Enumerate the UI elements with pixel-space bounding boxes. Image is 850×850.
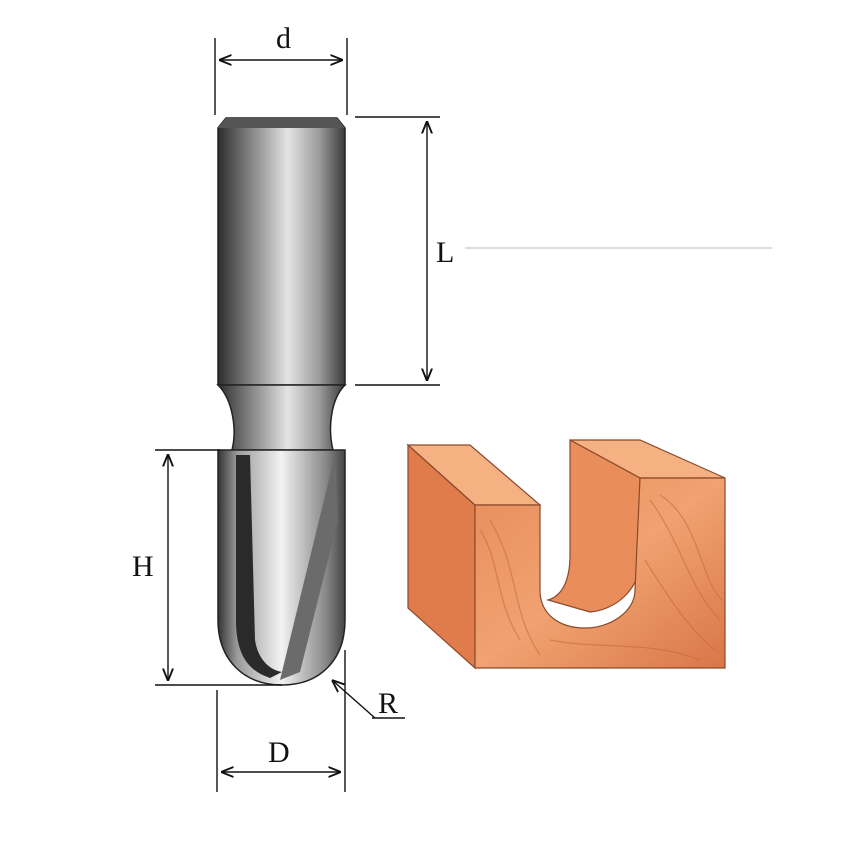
router-bit xyxy=(216,117,347,686)
label-L: L xyxy=(436,236,454,269)
shank-chamfer xyxy=(218,118,345,128)
label-R: R xyxy=(378,687,398,720)
label-D: D xyxy=(268,736,290,769)
wood-sample-with-groove xyxy=(406,438,726,670)
label-d: d xyxy=(276,22,291,55)
neck xyxy=(216,384,347,451)
cutting-edge xyxy=(280,455,338,680)
cutter-flute xyxy=(236,455,282,678)
shank xyxy=(217,117,346,386)
wood-grain xyxy=(479,494,723,661)
label-H: H xyxy=(132,550,154,583)
wood-front-face xyxy=(474,477,726,669)
dimension-lines xyxy=(155,38,440,792)
